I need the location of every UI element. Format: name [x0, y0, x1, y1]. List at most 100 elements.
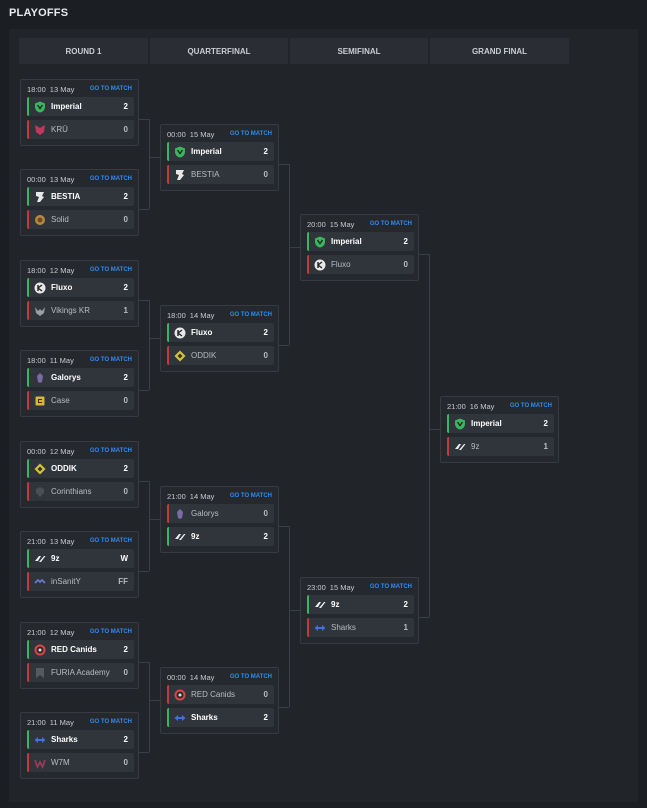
match-date: 12 May	[49, 446, 75, 456]
go-to-match-link[interactable]: GO TO MATCH	[229, 674, 272, 680]
connector-line	[149, 338, 160, 339]
imperial-icon	[174, 146, 186, 158]
go-to-match-link[interactable]: GO TO MATCH	[229, 493, 272, 499]
match-date: 13 May	[49, 536, 75, 546]
team-score: W	[120, 554, 128, 563]
go-to-match-link[interactable]: GO TO MATCH	[229, 131, 272, 137]
team-name: Fluxo	[331, 260, 351, 269]
team-name: Solid	[51, 215, 69, 224]
go-to-match-link[interactable]: GO TO MATCH	[89, 176, 132, 182]
w7m-icon	[34, 757, 46, 769]
team-score: FF	[118, 577, 128, 586]
team-score: 0	[263, 690, 268, 699]
match-date: 14 May	[189, 491, 215, 501]
team-name: Case	[51, 396, 70, 405]
go-to-match-link[interactable]: GO TO MATCH	[369, 221, 412, 227]
go-to-match-link[interactable]: GO TO MATCH	[89, 538, 132, 544]
team-name: Corinthians	[51, 487, 92, 496]
go-to-match-link[interactable]: GO TO MATCH	[89, 86, 132, 92]
connector-line	[139, 119, 149, 120]
connector-line	[139, 662, 149, 663]
9z-icon	[454, 441, 466, 453]
team-name: inSanitY	[51, 577, 81, 586]
team-score: 2	[543, 419, 548, 428]
team-row[interactable]: Case 0	[27, 391, 134, 410]
go-to-match-link[interactable]: GO TO MATCH	[89, 629, 132, 635]
go-to-match-link[interactable]: GO TO MATCH	[509, 403, 552, 409]
round-header-quarterfinal: QUARTERFINAL	[150, 38, 288, 64]
team-score: 0	[263, 509, 268, 518]
connector-line	[149, 662, 150, 752]
team-name: Imperial	[471, 419, 502, 428]
match-time: 18:00	[27, 355, 46, 365]
team-score: 2	[263, 532, 268, 541]
go-to-match-link[interactable]: GO TO MATCH	[89, 357, 132, 363]
imperial-icon	[314, 236, 326, 248]
match-date: 15 May	[329, 582, 355, 592]
kru-icon	[34, 124, 46, 136]
team-score: 0	[123, 396, 128, 405]
team-name: KRÜ	[51, 125, 68, 134]
connector-line	[289, 247, 300, 248]
team-row[interactable]: inSanitY FF	[27, 572, 134, 591]
imperial-icon	[34, 101, 46, 113]
case-icon	[34, 395, 46, 407]
match-time: 23:00	[307, 582, 326, 592]
go-to-match-link[interactable]: GO TO MATCH	[89, 267, 132, 273]
connector-line	[149, 157, 160, 158]
go-to-match-link[interactable]: GO TO MATCH	[89, 448, 132, 454]
connector-line	[139, 390, 149, 391]
connector-line	[149, 700, 160, 701]
corinthians-icon	[34, 486, 46, 498]
go-to-match-link[interactable]: GO TO MATCH	[369, 584, 412, 590]
team-row[interactable]: Imperial 2	[447, 414, 554, 433]
team-score: 0	[263, 351, 268, 360]
team-name: RED Canids	[51, 645, 97, 654]
go-to-match-link[interactable]: GO TO MATCH	[229, 312, 272, 318]
connector-line	[279, 707, 289, 708]
match-date: 15 May	[329, 219, 355, 229]
go-to-match-link[interactable]: GO TO MATCH	[89, 719, 132, 725]
solid-icon	[34, 214, 46, 226]
match-time: 21:00	[27, 717, 46, 727]
team-score: 2	[123, 464, 128, 473]
sharks-icon	[174, 712, 186, 724]
connector-line	[279, 164, 289, 165]
